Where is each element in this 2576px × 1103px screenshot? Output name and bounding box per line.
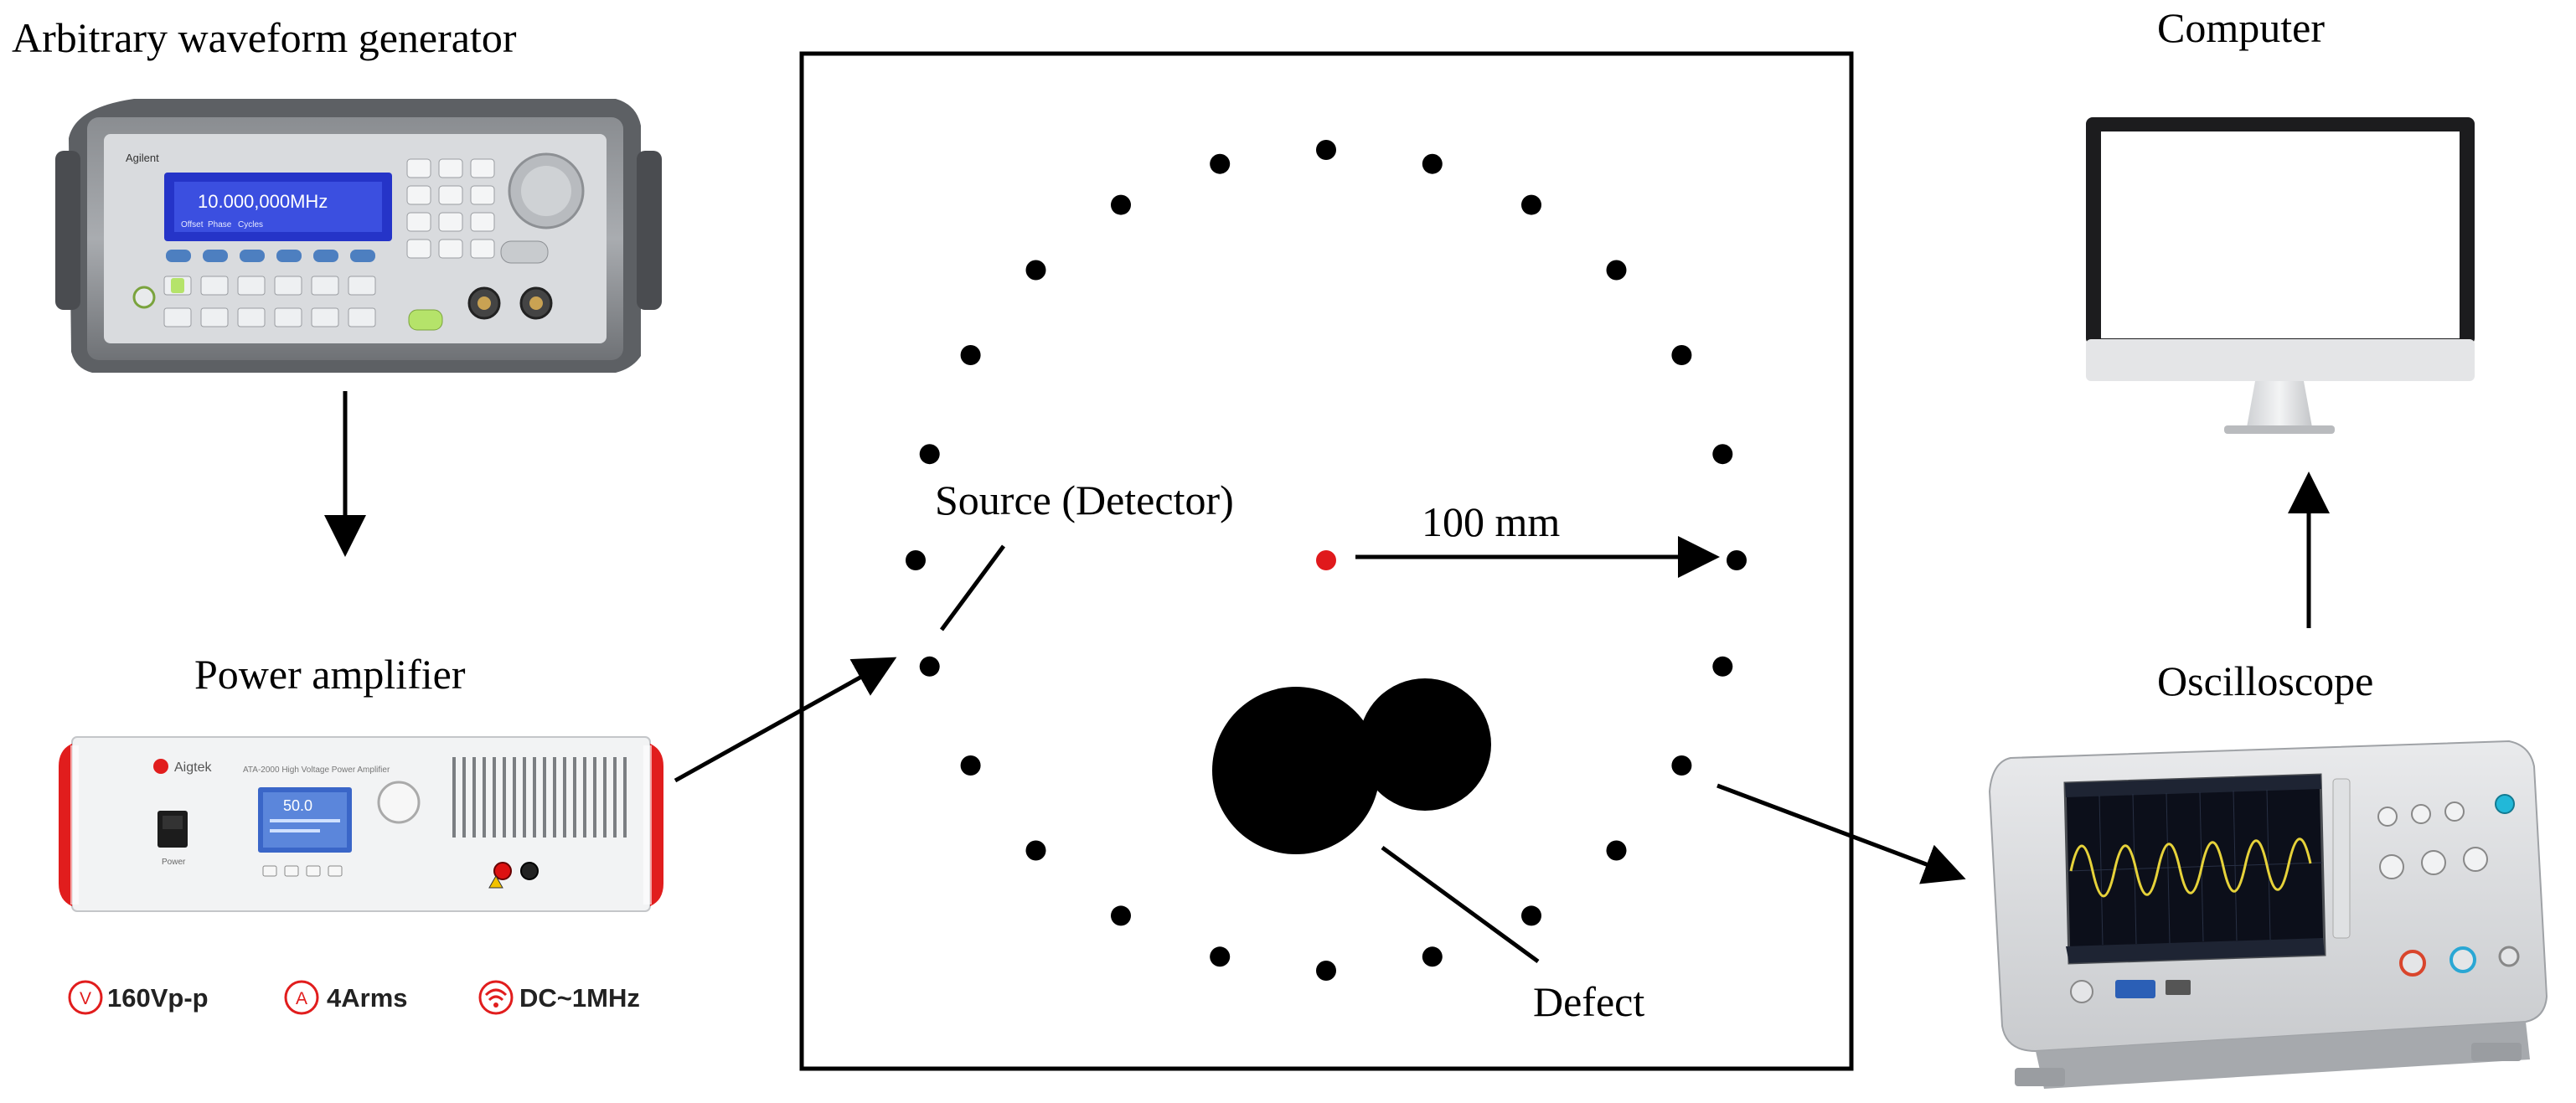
source-label-leader: [939, 544, 1006, 631]
sensor-point: [1025, 840, 1046, 861]
sensor-point: [1727, 550, 1747, 570]
sensor-point: [1316, 140, 1336, 160]
sensor-ring: [906, 140, 1747, 981]
sensor-point: [1606, 840, 1627, 861]
oscilloscope-trace: [2069, 838, 2312, 898]
current-icon: [284, 980, 319, 1015]
sensor-point: [1521, 194, 1541, 215]
amp-gain-knob: [377, 781, 421, 824]
voltage-icon: [68, 980, 103, 1015]
awg-menu-1: Offset: [181, 220, 204, 229]
sensor-point: [906, 550, 926, 570]
sensor-point: [1712, 656, 1733, 677]
frequency-icon: [478, 980, 514, 1015]
amp-output-terminal-red: [493, 862, 512, 880]
amp-spec-voltage: V 160Vp-p: [68, 980, 209, 1015]
sensor-point: [1712, 444, 1733, 465]
sensor-point: [1111, 905, 1131, 926]
source-point: [1316, 550, 1336, 570]
sensor-point: [1422, 153, 1443, 174]
sensor-point: [1671, 345, 1692, 365]
defect-label-leader: [1381, 845, 1540, 964]
arbitrary-waveform-generator-image: 10.000,000MHz Offset Phase Cycles Agilen…: [55, 99, 662, 373]
oscilloscope-screen: [2063, 773, 2326, 965]
defect-small-circle: [1359, 678, 1491, 811]
amp-spec-frequency: DC~1MHz: [478, 980, 640, 1015]
distance-label: 100 mm: [1422, 498, 1560, 545]
sensor-point: [1316, 961, 1336, 981]
oscilloscope-label: Oscilloscope: [2157, 657, 2373, 704]
sensor-point: [1210, 153, 1231, 174]
computer-stand: [2247, 381, 2312, 427]
sensor-point: [919, 444, 940, 465]
amp-power-label: Power: [162, 858, 186, 867]
source-label: Source (Detector): [935, 477, 1234, 523]
sensor-point: [960, 345, 981, 365]
amp-vent-grille: [452, 757, 627, 838]
sensor-point: [919, 656, 940, 677]
awg-keypad: [406, 158, 495, 259]
oscilloscope-controls: [2377, 794, 2520, 977]
sensor-point: [960, 755, 981, 776]
computer-image: [2086, 117, 2475, 434]
awg-function-keys: [163, 276, 376, 327]
defect-label: Defect: [1533, 978, 1644, 1025]
power-amplifier-image: Aigtek ATA-2000 High Voltage Power Ampli…: [59, 736, 663, 912]
awg-softkeys: [166, 250, 375, 262]
svg-text:V: V: [80, 989, 91, 1008]
awg-label: Arbitrary waveform generator: [12, 14, 517, 61]
oscilloscope-power-button: [2070, 980, 2093, 1003]
arrow-amplifier-to-source: [674, 657, 897, 783]
amp-brand: Aigtek: [174, 760, 212, 775]
amp-buttons: [262, 865, 343, 877]
amp-readout: 50.0: [283, 797, 312, 814]
svg-text:A: A: [296, 989, 307, 1008]
computer-chin: [2086, 339, 2475, 381]
test-plate: [799, 51, 1854, 1071]
arrow-sensor-to-oscilloscope: [1716, 783, 1966, 884]
computer-screen: [2101, 131, 2460, 338]
amp-spec-current: A 4Arms: [284, 980, 408, 1015]
sensor-point: [1422, 946, 1443, 967]
sensor-point: [1606, 260, 1627, 281]
awg-brand: Agilent: [126, 152, 159, 164]
defect-large-circle: [1212, 687, 1380, 854]
sensor-point: [1671, 755, 1692, 776]
amp-model-text: ATA-2000 High Voltage Power Amplifier: [243, 765, 390, 775]
sensor-point: [1025, 260, 1046, 281]
power-amplifier-label: Power amplifier: [194, 651, 466, 698]
amp-spec-frequency-text: DC~1MHz: [519, 983, 640, 1013]
awg-readout: 10.000,000MHz: [198, 191, 328, 212]
awg-menu-3: Cycles: [238, 220, 263, 229]
amp-output-terminal-black: [520, 862, 539, 880]
oscilloscope-image: [1988, 740, 2548, 1089]
sensor-point: [1210, 946, 1231, 967]
computer-label: Computer: [2157, 4, 2325, 51]
sensor-point: [1521, 905, 1541, 926]
sensor-point: [1111, 194, 1131, 215]
amp-spec-voltage-text: 160Vp-p: [107, 983, 209, 1013]
awg-menu-2: Phase: [208, 220, 232, 229]
amp-spec-current-text: 4Arms: [327, 983, 408, 1013]
